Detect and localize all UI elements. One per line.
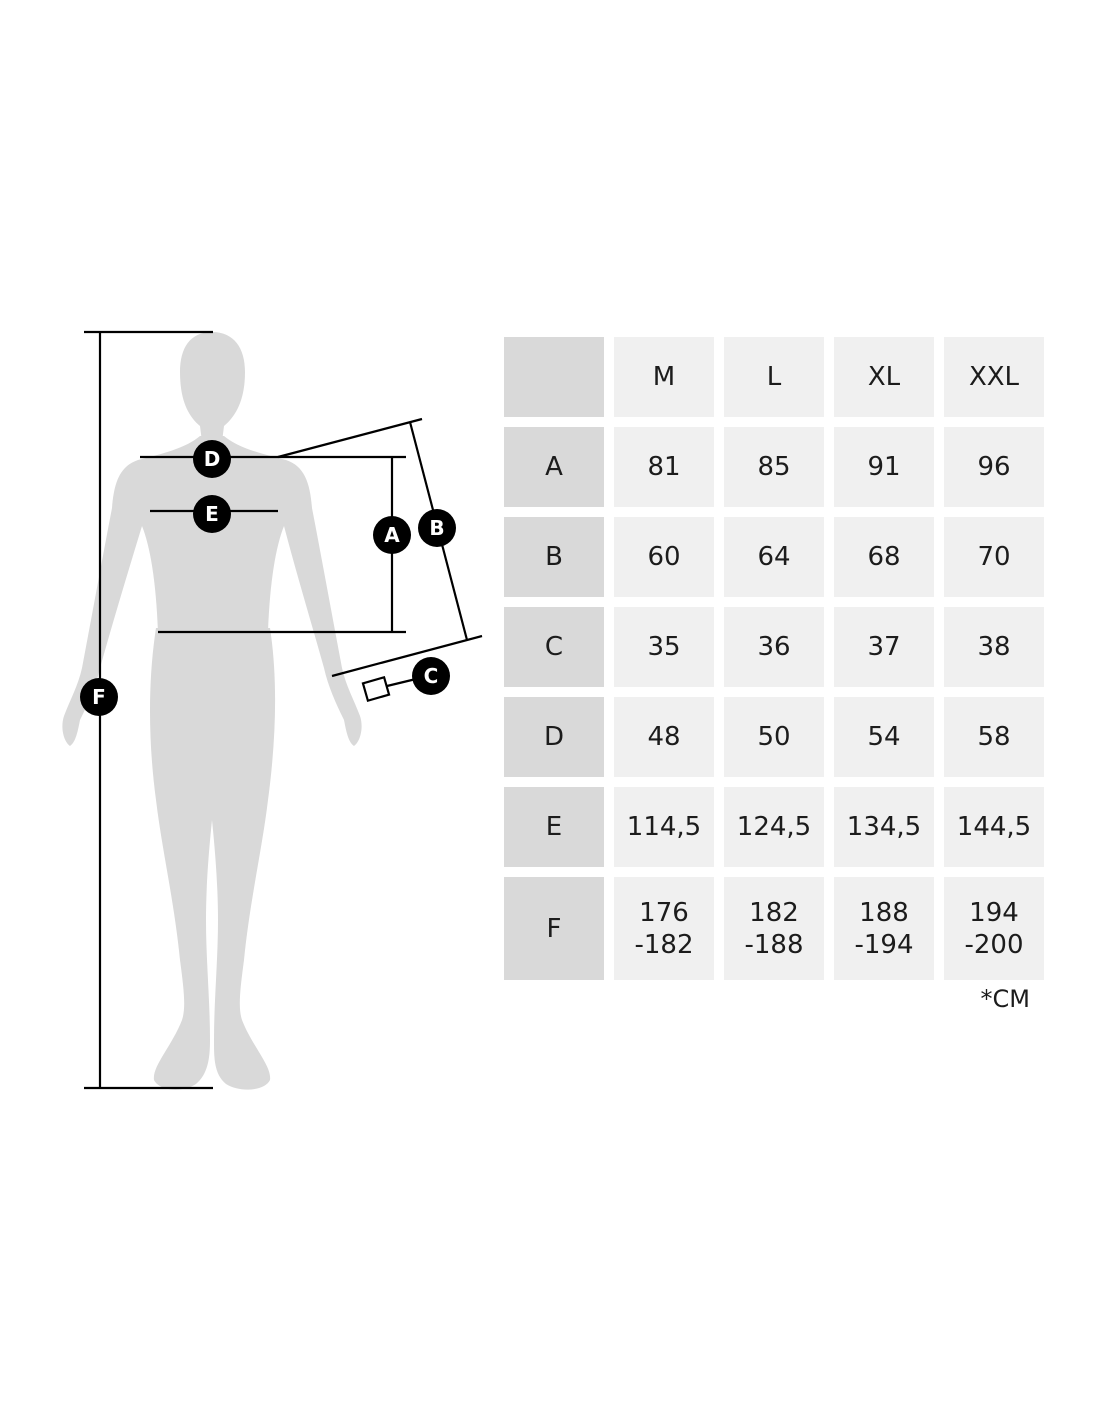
marker-b-label: B [429,516,444,540]
table-cell: 36 [724,607,824,687]
table-cell: 124,5 [724,787,824,867]
measurement-row-a: A 81 85 91 96 [504,427,1044,507]
table-cell: 60 [614,517,714,597]
measurement-row-b: B 60 64 68 70 [504,517,1044,597]
range-start: 182 [749,897,799,928]
size-header-xxl: XXL [944,337,1044,417]
table-cell: 188 -194 [834,877,934,980]
size-chart-table: M L XL XXL A 81 85 91 96 B 60 64 68 70 C… [494,327,1054,990]
table-cell: 50 [724,697,824,777]
measurement-row-c: C 35 36 37 38 [504,607,1044,687]
cuff-line [331,634,483,678]
table-cell: 37 [834,607,934,687]
row-label-d: D [504,697,604,777]
range-start: 176 [639,897,689,928]
range-end: -200 [964,929,1024,960]
range-end: -182 [634,929,694,960]
marker-b: B [418,509,456,547]
silhouette-head [180,332,245,442]
table-cell: 54 [834,697,934,777]
table-cell: 70 [944,517,1044,597]
table-cell: 58 [944,697,1044,777]
range-start: 188 [859,897,909,928]
table-cell: 48 [614,697,714,777]
marker-c: C [412,657,450,695]
marker-d-label: D [204,447,221,471]
table-cell: 64 [724,517,824,597]
marker-d: D [193,440,231,478]
table-cell: 38 [944,607,1044,687]
table-cell: 114,5 [614,787,714,867]
size-header-m: M [614,337,714,417]
table-cell: 81 [614,427,714,507]
marker-e: E [193,495,231,533]
measurement-row-f: F 176 -182 182 -188 188 -194 194 -200 [504,877,1044,980]
body-silhouette [62,332,362,1090]
table-cell: 134,5 [834,787,934,867]
measurement-row-d: D 48 50 54 58 [504,697,1044,777]
row-label-a: A [504,427,604,507]
marker-a-label: A [384,523,400,547]
table-cell: 176 -182 [614,877,714,980]
table-cell: 194 -200 [944,877,1044,980]
size-header-xl: XL [834,337,934,417]
range-start: 194 [969,897,1019,928]
table-cell: 85 [724,427,824,507]
size-header-row: M L XL XXL [504,337,1044,417]
row-label-e: E [504,787,604,867]
measurement-row-e: E 114,5 124,5 134,5 144,5 [504,787,1044,867]
marker-c-label: C [424,664,439,688]
silhouette-legs [150,628,276,1090]
measurement-lines [84,330,483,1090]
table-cell: 35 [614,607,714,687]
table-cell: 68 [834,517,934,597]
marker-e-label: E [205,502,219,526]
table-corner-cell [504,337,604,417]
silhouette-torso [62,436,362,746]
cuff-pointer-line [386,677,417,688]
marker-a: A [373,516,411,554]
row-label-c: C [504,607,604,687]
range-end: -194 [854,929,914,960]
marker-f: F [80,678,118,716]
size-header-l: L [724,337,824,417]
table-cell: 182 -188 [724,877,824,980]
table-cell: 144,5 [944,787,1044,867]
marker-f-label: F [92,685,106,709]
table-cell: 96 [944,427,1044,507]
unit-note: *CM [980,985,1030,1013]
row-label-f: F [504,877,604,980]
row-label-b: B [504,517,604,597]
shoulder-slant-line [277,417,423,459]
range-end: -188 [744,929,804,960]
table-cell: 91 [834,427,934,507]
cuff-indicator-box [361,675,391,703]
